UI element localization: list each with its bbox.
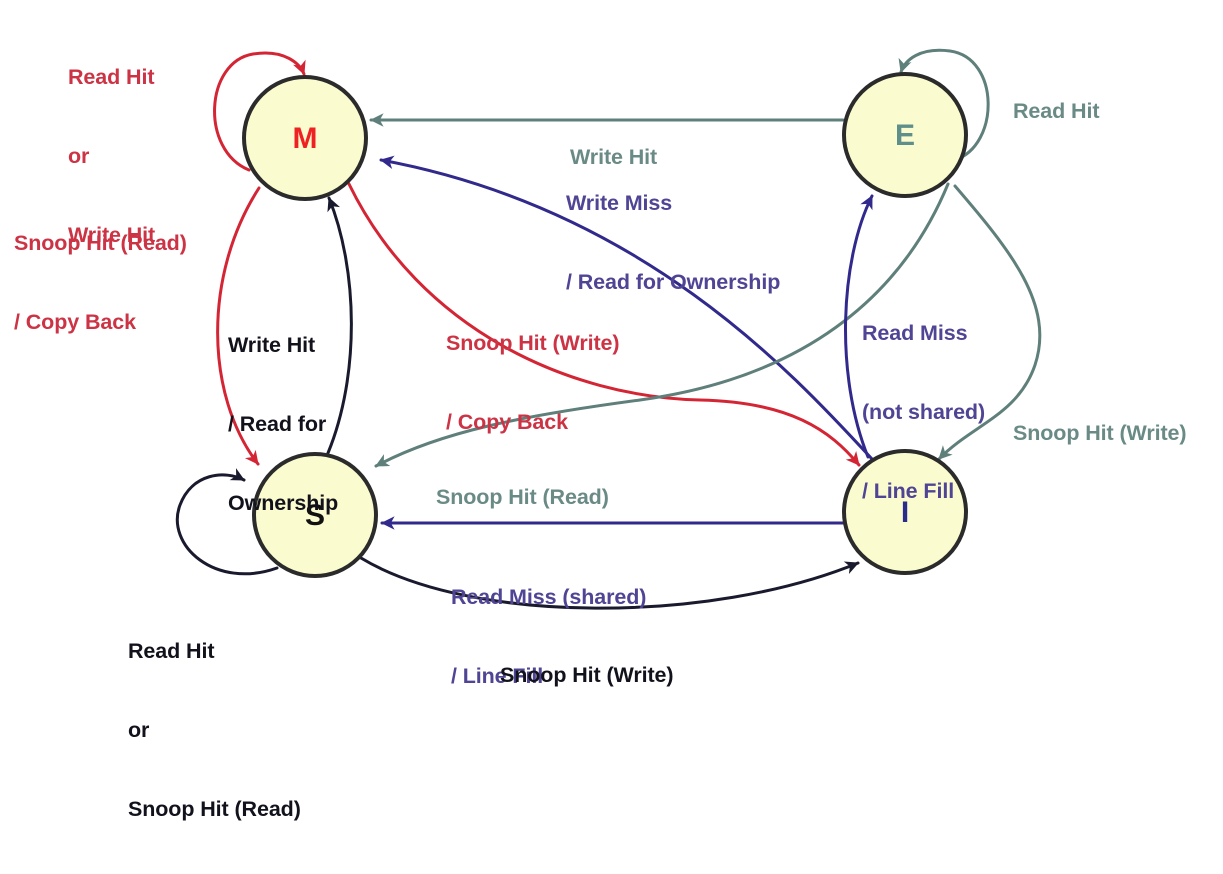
edge-label-i-to-s-line2: / Line Fill: [451, 664, 544, 689]
edge-label-e-to-m-line1: Write Hit: [570, 145, 658, 170]
edge-label-e-self: Read Hit: [1013, 46, 1100, 177]
node-i[interactable]: I: [842, 449, 968, 575]
edge-label-s-self-line1: Read Hit: [128, 639, 215, 664]
edge-label-s-to-m-line3: Ownership: [228, 490, 339, 515]
edge-label-s-self-line3: Snoop Hit (Read): [128, 796, 301, 821]
edge-label-m-self-line3: Write Hit: [68, 222, 156, 247]
edge-label-m-to-s-line2: / Copy Back: [14, 310, 136, 335]
edge-label-s-to-m: Write Hit / Read for Ownership: [228, 280, 338, 568]
node-m-circle[interactable]: [242, 75, 368, 201]
edge-label-m-to-i-line1: Snoop Hit (Write): [446, 331, 620, 356]
edge-label-e-to-s-line1: Snoop Hit (Read): [436, 485, 609, 510]
node-e-circle[interactable]: [842, 72, 968, 198]
edge-label-e-self-line1: Read Hit: [1013, 99, 1100, 124]
edge-label-s-self: Read Hit or Snoop Hit (Read): [128, 586, 301, 874]
edge-label-m-to-s-line1: Snoop Hit (Read): [14, 231, 187, 256]
node-s[interactable]: S: [252, 452, 378, 578]
edge-label-m-to-i: Snoop Hit (Write) / Copy Back: [446, 278, 620, 488]
edge-label-m-self-line2: or: [68, 144, 90, 169]
node-i-circle[interactable]: [842, 449, 968, 575]
node-e-label: E: [895, 119, 915, 152]
node-s-label: S: [305, 499, 325, 532]
edge-label-s-to-i-line1: Snoop Hit (Write): [500, 663, 674, 688]
edge-label-e-to-m: Write Hit: [570, 92, 657, 223]
edge-label-e-to-i-line1: Snoop Hit (Write): [1013, 421, 1187, 446]
edge-i-to-e: [844, 194, 874, 459]
edge-m-to-s: [216, 186, 261, 466]
edge-e-to-i: [937, 184, 1042, 461]
edge-e-self: [898, 48, 990, 162]
mesi-state-diagram: M E S I Read Hit or Write Hit Read Hit W…: [14, 12, 1187, 821]
edge-s-self: [175, 468, 279, 576]
edge-label-s-to-i: Snoop Hit (Write): [500, 610, 674, 741]
edge-label-i-to-m-line2: / Read for Ownership: [566, 270, 781, 295]
edge-label-m-self: Read Hit or Write Hit: [68, 12, 155, 300]
edge-e-to-s: [374, 182, 950, 468]
edge-s-to-i: [359, 556, 860, 610]
diagram-canvas: M E S I: [175, 48, 1042, 610]
node-s-circle[interactable]: [252, 452, 378, 578]
node-m[interactable]: M: [242, 75, 368, 201]
node-e[interactable]: E: [842, 72, 968, 198]
edge-label-i-to-e-line3: / Line Fill: [862, 478, 955, 503]
edge-label-m-self-line1: Read Hit: [68, 65, 155, 90]
edge-label-m-to-i-line2: / Copy Back: [446, 410, 568, 435]
edge-m-self: [213, 51, 306, 172]
node-m-label: M: [293, 122, 318, 155]
edge-label-i-to-e-line1: Read Miss: [862, 321, 968, 346]
edge-label-i-to-e-line2: (not shared): [862, 400, 986, 425]
edge-label-e-to-i: Snoop Hit (Write): [1013, 368, 1187, 499]
node-i-label: I: [901, 496, 909, 529]
edge-label-s-self-line2: or: [128, 718, 150, 743]
edge-label-i-to-s: Read Miss (shared) / Line Fill: [451, 532, 646, 742]
edge-label-m-to-s: Snoop Hit (Read) / Copy Back: [14, 178, 187, 388]
edge-label-e-to-s: Snoop Hit (Read): [436, 432, 609, 563]
edge-label-i-to-s-line1: Read Miss (shared): [451, 585, 647, 610]
edge-m-to-i: [347, 182, 861, 467]
edge-s-to-m: [326, 196, 353, 455]
edge-i-to-m: [379, 155, 874, 461]
edge-label-i-to-m-line1: Write Miss: [566, 191, 673, 216]
edge-label-i-to-m: Write Miss / Read for Ownership: [566, 138, 780, 348]
edge-label-s-to-m-line2: / Read for: [228, 412, 327, 437]
edge-label-s-to-m-line1: Write Hit: [228, 333, 316, 358]
edge-label-i-to-e: Read Miss (not shared) / Line Fill: [862, 268, 985, 556]
